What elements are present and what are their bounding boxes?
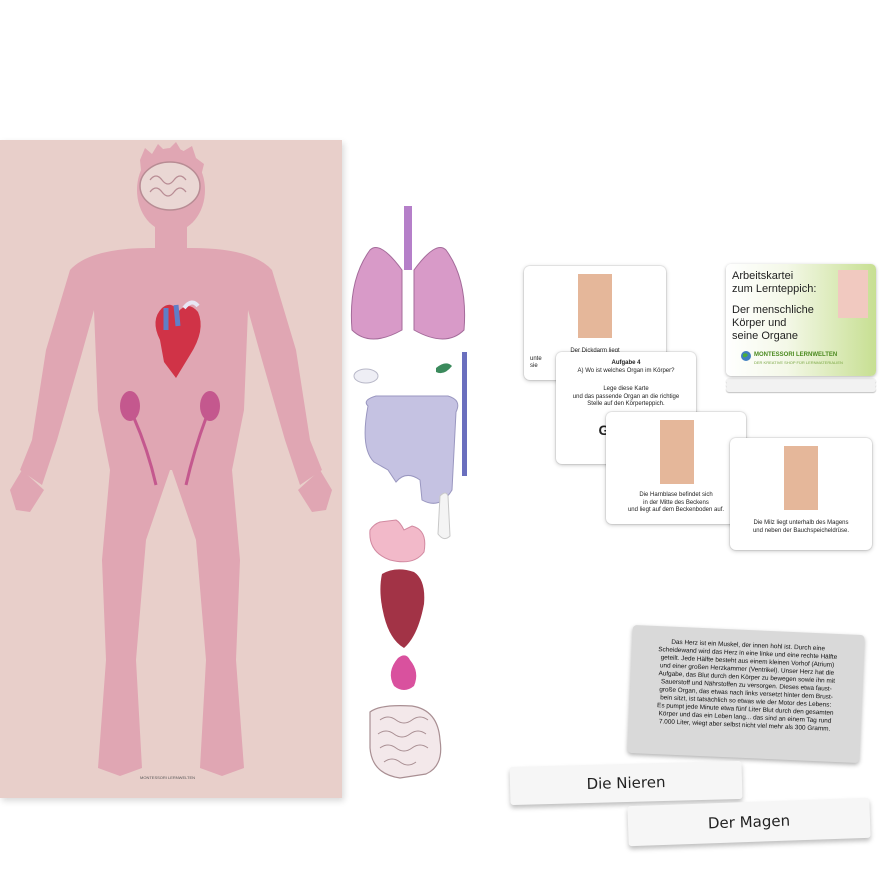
heart-icon (155, 300, 201, 378)
card-text-line: und neben der Bauchspeicheldrüse. (752, 527, 850, 534)
card-text-line: sie (530, 363, 538, 369)
deck-cover: Arbeitskartei zum Lernteppich: Der mensc… (726, 264, 876, 376)
label-card-magen[interactable]: Der Magen (627, 797, 871, 847)
deck-subtitle-line: Körper und (732, 317, 787, 329)
card-text-line: Der Dickdarm liegt (570, 348, 620, 354)
pancreas-icon[interactable] (437, 492, 451, 540)
deck-title-line: zum Lernteppich: (732, 283, 817, 295)
task-card-bladder[interactable]: Die Harnblase befindet sich in der Mitte… (606, 412, 746, 524)
small-intestine-icon[interactable] (369, 705, 442, 779)
heart-info-card[interactable]: Das Herz ist ein Muskel, der innen hohl … (627, 625, 865, 763)
card-deck[interactable]: Arbeitskartei zum Lernteppich: Der mensc… (726, 264, 876, 392)
globe-icon (741, 351, 751, 361)
label-card-nieren[interactable]: Die Nieren (509, 760, 743, 806)
card-text-line: Die Harnblase befindet sich (639, 492, 713, 498)
card-text-line: in der Mitte des Beckens (643, 499, 709, 506)
ureter-icon[interactable] (462, 352, 467, 476)
body-silhouette (10, 142, 332, 776)
colon-icon[interactable] (364, 395, 459, 504)
mat-logo: MONTESSORI LERNWELTEN (140, 775, 196, 780)
card-text-line: und liegt auf dem Beckenboden auf. (627, 507, 725, 513)
lungs-icon[interactable] (350, 206, 466, 340)
card-partial-letter: G (598, 422, 610, 438)
kidneys-icon (120, 391, 220, 486)
body-thumbnail (838, 270, 868, 318)
brain-icon (139, 161, 201, 211)
body-thumbnail (578, 274, 612, 338)
card-text-line: Die Milz liegt unterhalb des Magens (753, 520, 849, 526)
spleen-icon[interactable] (353, 368, 379, 384)
bladder-icon[interactable] (390, 655, 417, 690)
deck-logo: MONTESSORI LERNWELTEN (754, 352, 838, 358)
card-text-line: unte (530, 355, 542, 362)
stomach-icon[interactable] (369, 519, 426, 563)
card-question: A) Wo ist welches Organ im Körper? (577, 368, 675, 374)
card-heading: Aufgabe 4 (611, 360, 641, 366)
organ-pieces (350, 206, 467, 779)
body-thumbnail (784, 446, 818, 510)
deck-subtitle-line: Der menschliche (732, 304, 814, 316)
body-mat: MONTESSORI LERNWELTEN (0, 140, 342, 798)
card-text-line: und das passende Organ an die richtige (572, 393, 680, 400)
task-card-spleen[interactable]: Die Milz liegt unterhalb des Magens und … (730, 438, 872, 550)
deck-title-line: Arbeitskartei (732, 270, 794, 282)
body-thumbnail (660, 420, 694, 484)
deck-logo-subtitle: DER KREATIVE SHOP FÜR LERNMATERIALIEN (754, 360, 843, 365)
gallbladder-icon[interactable] (436, 363, 452, 374)
card-text-line: Stelle auf den Körperteppich. (587, 401, 665, 407)
card-text-line: Lege diese Karte (603, 386, 649, 392)
deck-subtitle-line: seine Organe (732, 330, 799, 342)
liver-icon[interactable] (380, 569, 425, 648)
